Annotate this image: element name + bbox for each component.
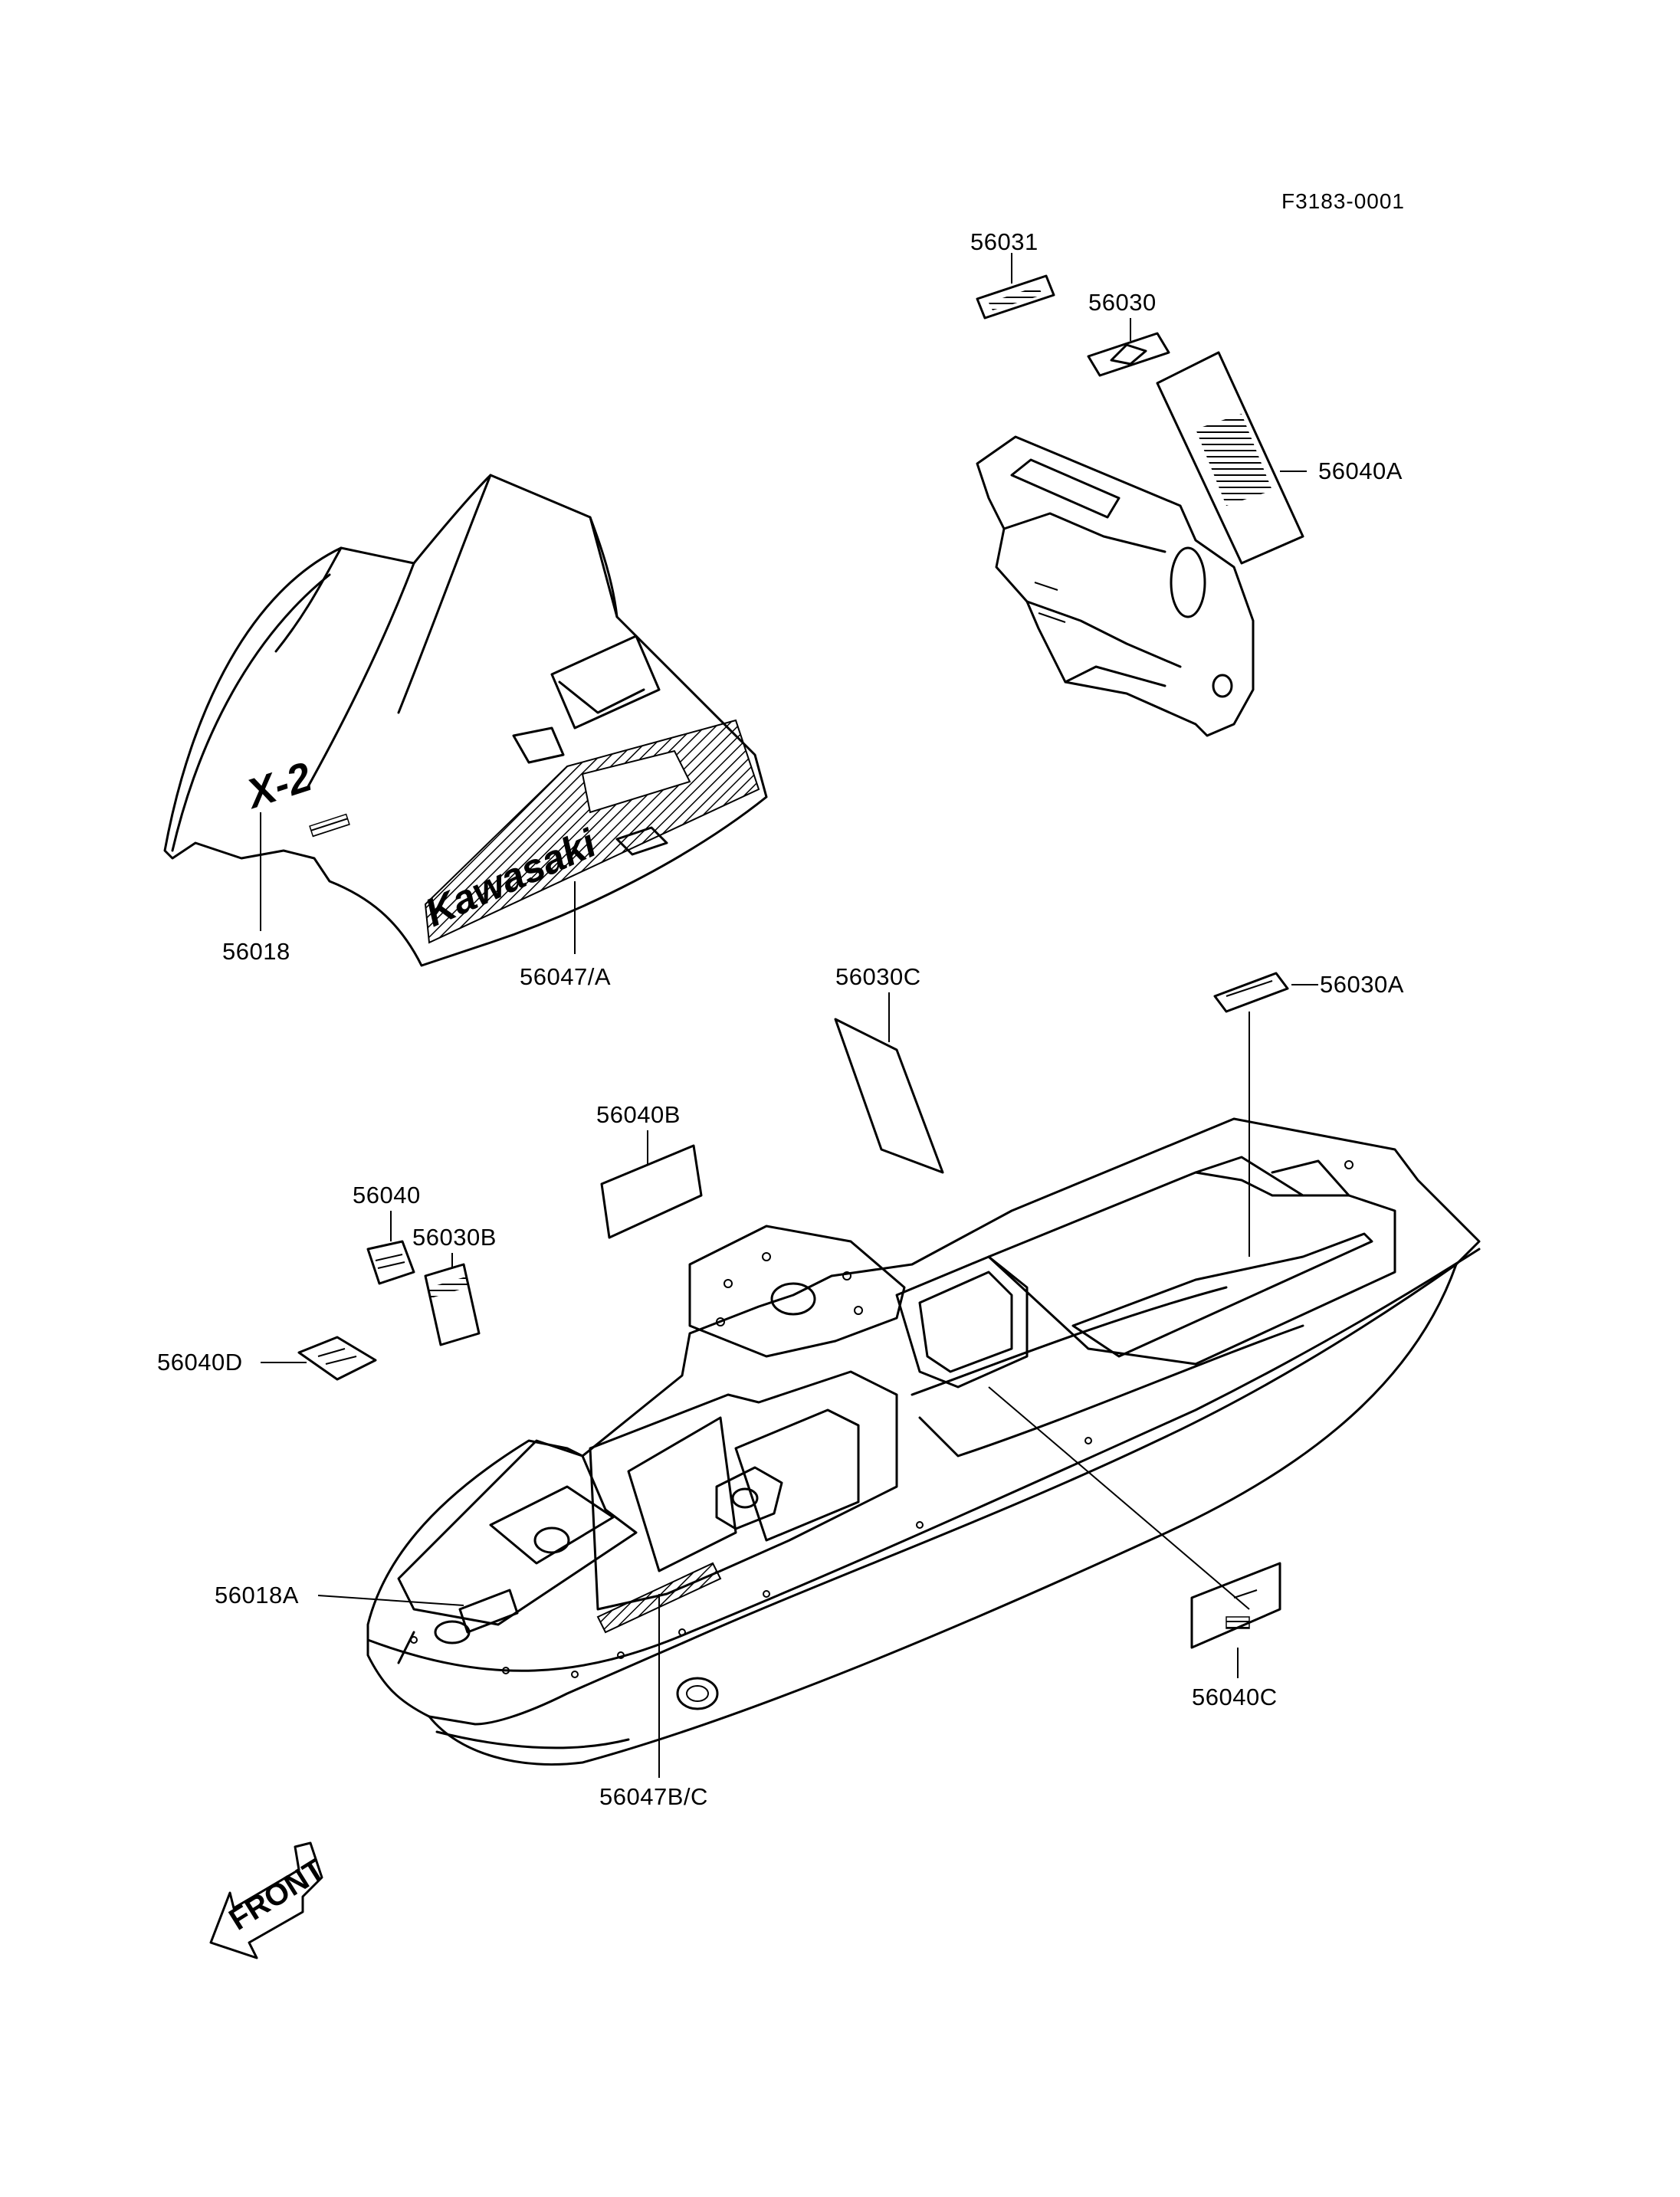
label-56040b: 56040B <box>596 1101 681 1128</box>
leader-line-56040c-to-hull <box>988 1386 1250 1610</box>
label-56018: 56018 <box>222 938 290 965</box>
hull-illustration <box>366 1117 1481 1766</box>
label-56030a: 56030A <box>1320 971 1404 998</box>
front-direction-arrow: FRONT <box>209 1841 331 1959</box>
x2-logo: X-2 <box>239 753 317 818</box>
leader-line-56018a <box>317 1595 464 1606</box>
label-56040d: 56040D <box>157 1349 243 1376</box>
decal-56040 <box>366 1240 415 1285</box>
storage-cover-illustration <box>976 435 1255 737</box>
label-56040a: 56040A <box>1318 457 1403 484</box>
figure-reference: F3183-0001 <box>1281 189 1405 213</box>
decal-56040d <box>297 1336 377 1381</box>
label-56018a: 56018A <box>215 1582 299 1608</box>
label-56047bc: 56047B/C <box>599 1783 708 1810</box>
decal-56040c <box>1190 1562 1281 1649</box>
label-56047a: 56047/A <box>520 963 611 990</box>
decal-56030a <box>1213 972 1289 1013</box>
decal-56040b <box>600 1144 703 1239</box>
label-56030c: 56030C <box>835 963 921 990</box>
decal-56030b <box>424 1263 481 1346</box>
label-56030: 56030 <box>1088 289 1157 316</box>
engine-hood-illustration: Kawasaki X-2 <box>163 474 768 967</box>
label-56030b: 56030B <box>412 1224 497 1251</box>
decal-56030 <box>1087 332 1170 377</box>
label-56031: 56031 <box>970 228 1039 255</box>
front-arrow-label: FRONT <box>223 1852 330 1936</box>
label-56040: 56040 <box>353 1182 421 1208</box>
decal-56030c <box>834 1018 944 1174</box>
decal-56031 <box>976 274 1055 320</box>
label-56040c: 56040C <box>1192 1684 1278 1710</box>
decal-56040a <box>1156 351 1304 565</box>
